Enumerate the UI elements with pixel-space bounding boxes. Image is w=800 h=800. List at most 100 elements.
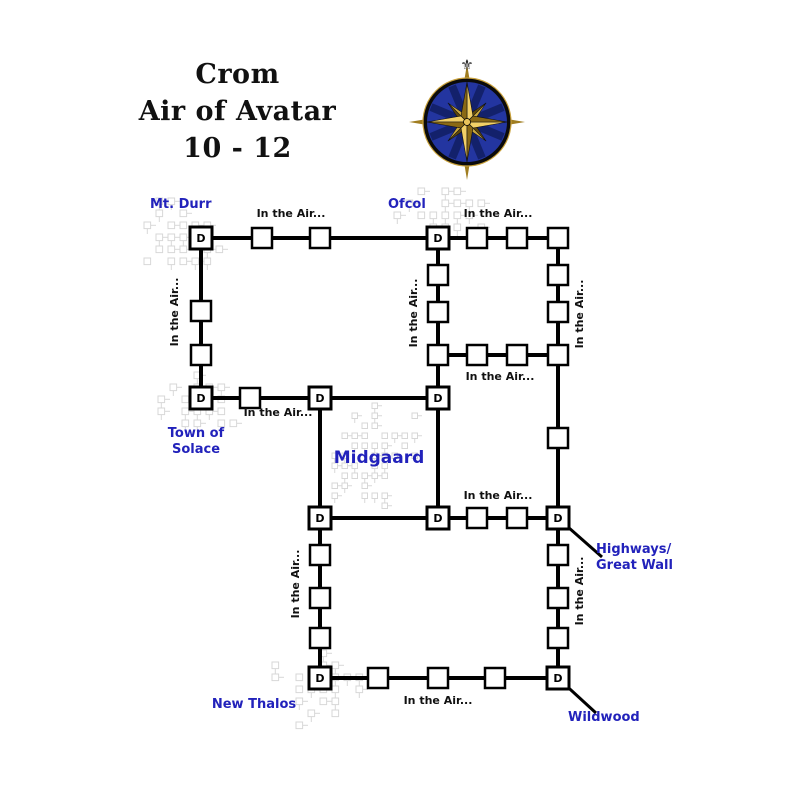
door-letter: D [553, 512, 562, 525]
faded-room [381, 502, 388, 509]
faded-room [143, 257, 152, 266]
faded-room [307, 709, 316, 718]
title-line-1: Crom [195, 59, 280, 90]
faded-room [361, 422, 368, 429]
faded-room [167, 197, 176, 206]
faded-room [351, 462, 358, 469]
compass-fleur-icon: ⚜ [460, 56, 473, 74]
faded-room [371, 402, 378, 409]
room [465, 226, 489, 250]
air-label: In the Air... [573, 280, 586, 349]
faded-room [331, 661, 340, 670]
room [426, 343, 450, 367]
zone-label-line: Ofcol [388, 197, 426, 212]
faded-room [331, 709, 340, 718]
faded-room [341, 432, 348, 439]
faded-room [361, 432, 368, 439]
faded-room [155, 233, 164, 242]
room [308, 226, 332, 250]
zone-label-highways-great-wall: Highways/Great Wall [596, 542, 673, 573]
faded-room [217, 407, 226, 416]
room [546, 543, 570, 567]
zone-label-line: Solace [172, 442, 220, 457]
faded-room [167, 233, 176, 242]
faded-room [381, 442, 388, 449]
faded-room [295, 673, 304, 682]
room [308, 626, 332, 650]
compass-rose-icon: ⚜ [409, 56, 525, 180]
faded-room [381, 432, 388, 439]
faded-room [295, 685, 304, 694]
room [546, 300, 570, 324]
compass-point-half [426, 121, 468, 129]
faded-room [361, 492, 368, 499]
faded-room [179, 245, 188, 254]
corridors-layer [199, 236, 603, 715]
door-room [307, 385, 333, 411]
zone-label-line: Highways/ [596, 542, 671, 557]
room [426, 300, 450, 324]
air-label: In the Air... [464, 207, 533, 220]
air-label: In the Air... [244, 406, 313, 419]
door-letter: D [553, 672, 562, 685]
zone-label-line: Wildwood [568, 710, 640, 725]
faded-room [341, 472, 348, 479]
faded-map-mt-durr [143, 197, 228, 270]
faded-room [417, 187, 426, 196]
faded-room [295, 721, 304, 730]
faded-room [157, 395, 166, 404]
faded-room [391, 432, 398, 439]
faded-room [453, 199, 462, 208]
faded-room [319, 697, 328, 706]
room [483, 666, 507, 690]
faded-room [453, 223, 462, 232]
faded-room [351, 472, 358, 479]
room [465, 506, 489, 530]
faded-room [381, 452, 388, 459]
room [308, 543, 332, 567]
faded-room [341, 462, 348, 469]
faded-room [179, 221, 188, 230]
faded-room [401, 442, 408, 449]
faded-room [371, 422, 378, 429]
faded-room [453, 211, 462, 220]
compass-center [463, 118, 471, 126]
faded-room [331, 482, 338, 489]
faded-room [295, 697, 304, 706]
faded-room [371, 472, 378, 479]
faded-room [331, 685, 340, 694]
door-letter: D [315, 512, 324, 525]
door-room [307, 665, 333, 691]
faded-room [361, 472, 368, 479]
air-label: In the Air... [168, 278, 181, 347]
faded-room [341, 452, 348, 459]
air-label: In the Air... [466, 370, 535, 383]
compass-star-cardinal [426, 81, 508, 163]
door-room [307, 505, 333, 531]
room [465, 343, 489, 367]
door-letter: D [433, 512, 442, 525]
faded-room [371, 442, 378, 449]
faded-room [477, 199, 486, 208]
door-room [188, 225, 214, 251]
door-room [545, 505, 571, 531]
faded-room [181, 395, 190, 404]
faded-room [341, 482, 348, 489]
faded-room [371, 462, 378, 469]
faded-room [361, 482, 368, 489]
faded-room [381, 472, 388, 479]
faded-room [179, 233, 188, 242]
faded-room [331, 462, 338, 469]
faded-room [331, 492, 338, 499]
faded-room [441, 187, 450, 196]
faded-room [155, 245, 164, 254]
compass-point-half [466, 121, 474, 163]
door-letter: D [196, 232, 205, 245]
door-letter: D [433, 392, 442, 405]
faded-room [417, 211, 426, 220]
zone-label-line: Midgaard [334, 448, 425, 468]
air-label: In the Air... [464, 489, 533, 502]
map-title: Crom Air of Avatar 10 - 12 [90, 56, 385, 167]
room [546, 426, 570, 450]
